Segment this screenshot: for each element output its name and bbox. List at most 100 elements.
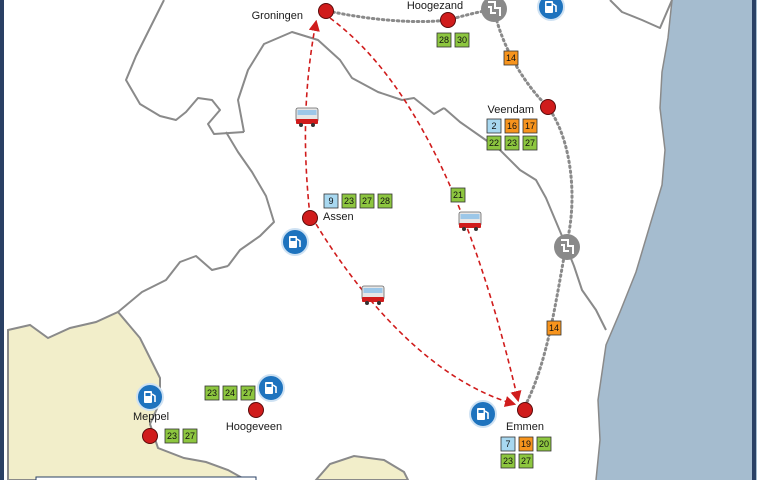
route-badge: 17 (522, 118, 538, 134)
route-badge: 7 (500, 436, 516, 452)
fuel-station-icon[interactable] (469, 400, 497, 428)
route-badge-box (536, 436, 552, 452)
route-badge-number: 23 (503, 456, 513, 466)
route-badge-number: 22 (489, 138, 499, 148)
coastline (595, 0, 673, 480)
city-marker-veendam[interactable]: Veendam (488, 99, 556, 117)
train-station-icon[interactable] (481, 0, 507, 22)
route-badge-number: 30 (457, 35, 467, 45)
route-badge-number: 28 (380, 196, 390, 206)
train-station-icon[interactable] (554, 234, 580, 260)
fuel-station-icon[interactable] (537, 0, 565, 21)
badge-group-hoogeveen: 23 24 27 (204, 385, 256, 401)
route-badge-box (377, 193, 393, 209)
city-marker-hoogezand[interactable]: Hoogezand (407, 0, 463, 28)
route-badge-number: 14 (549, 323, 559, 333)
fuel-station-icon[interactable] (281, 228, 309, 256)
route-badge-number: 20 (539, 439, 549, 449)
route-badge-number: 27 (243, 388, 253, 398)
city-label-groningen: Groningen (252, 10, 303, 22)
route-badge-box (454, 32, 470, 48)
route-badge-box (164, 428, 180, 444)
route-badge: 23 (164, 428, 180, 444)
route-badge: 24 (222, 385, 238, 401)
route-badge-box (500, 436, 516, 452)
city-label-assen: Assen (323, 211, 354, 223)
route-badge: 19 (518, 436, 534, 452)
route-badge: 23 (504, 135, 520, 151)
route-badge: 21 (450, 187, 466, 203)
route-badge-box (486, 118, 502, 134)
city-marker-groningen[interactable]: Groningen (252, 3, 334, 23)
city-marker-meppel[interactable]: Meppel (133, 411, 169, 444)
fuel-station-icon[interactable] (257, 374, 285, 402)
route-badge-box (503, 50, 519, 66)
neighbouring-province-2 (314, 454, 410, 480)
route-badge-box (504, 118, 520, 134)
badge-group-emmen-1: 7 19 20 (500, 436, 552, 452)
route-badge-box (182, 428, 198, 444)
city-label-hoogeveen: Hoogeveen (226, 421, 282, 433)
route-badge: 23 (341, 193, 357, 209)
route-badge-number: 24 (225, 388, 235, 398)
badge-group-meppel: 23 27 (164, 428, 198, 444)
route-badge-number: 17 (525, 121, 535, 131)
route-badge-box (546, 320, 562, 336)
route-badge: 28 (436, 32, 452, 48)
route-badge-number: 23 (344, 196, 354, 206)
route-badge-box (522, 118, 538, 134)
bus-icon (295, 107, 319, 127)
route-badge-box (518, 453, 534, 469)
route-badge-number: 28 (439, 35, 449, 45)
route-badge: 23 (204, 385, 220, 401)
route-badge-number: 23 (207, 388, 217, 398)
route-badge: 2 (486, 118, 502, 134)
city-label-emmen: Emmen (506, 421, 544, 433)
route-badge-box (436, 32, 452, 48)
badge-group-route-mid: 21 (450, 187, 466, 203)
route-badge-number: 23 (507, 138, 517, 148)
route-badge-box (323, 193, 339, 209)
route-assen-emmen (315, 223, 517, 407)
route-badge-box (504, 135, 520, 151)
badge-group-veendam-2: 22 23 27 (486, 135, 538, 151)
route-badge-number: 27 (362, 196, 372, 206)
route-badge-number: 23 (167, 431, 177, 441)
badge-group-veendam-1: 2 16 17 (486, 118, 538, 134)
city-marker-hoogeveen[interactable]: Hoogeveen (226, 402, 282, 434)
route-badge-number: 14 (506, 53, 516, 63)
city-label-veendam: Veendam (488, 104, 534, 116)
route-badge-number: 27 (521, 456, 531, 466)
route-badge-number: 16 (507, 121, 517, 131)
route-badge: 20 (536, 436, 552, 452)
fuel-station-icon[interactable] (136, 383, 164, 411)
route-badge: 23 (500, 453, 516, 469)
route-badge: 27 (240, 385, 256, 401)
badge-group-hoogezand: 28 30 (436, 32, 470, 48)
route-badge-number: 2 (491, 121, 496, 131)
route-badge-box (500, 453, 516, 469)
city-label-meppel: Meppel (133, 411, 169, 423)
route-badge-number: 27 (185, 431, 195, 441)
city-marker-assen[interactable]: Assen (302, 210, 354, 226)
city-marker-emmen[interactable]: Emmen (506, 402, 544, 434)
bus-icon (458, 211, 482, 231)
route-badge-number: 19 (521, 439, 531, 449)
route-badge: 14 (546, 320, 562, 336)
route-badge-number: 27 (525, 138, 535, 148)
city-label-hoogezand: Hoogezand (407, 0, 463, 12)
route-badge-box (341, 193, 357, 209)
legend-box (35, 476, 257, 480)
bus-icon (361, 285, 385, 305)
route-badge-number: 7 (505, 439, 510, 449)
route-groningen-emmen (329, 17, 522, 403)
route-badge-box (486, 135, 502, 151)
sea (596, 0, 757, 480)
route-badge: 22 (486, 135, 502, 151)
badge-group-emmen-2: 23 27 (500, 453, 534, 469)
route-badge-box (359, 193, 375, 209)
route-badge-box (450, 187, 466, 203)
